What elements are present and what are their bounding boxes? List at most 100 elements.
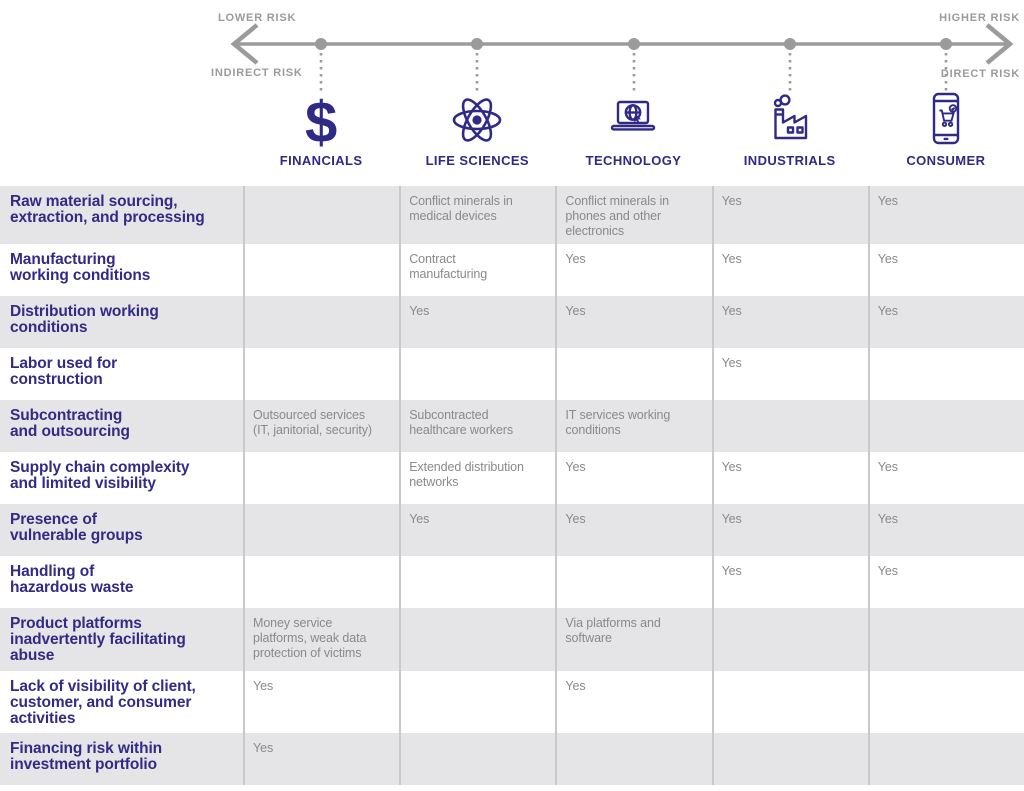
- cell-consumer: [867, 348, 1024, 401]
- sector-label: TECHNOLOGY: [585, 153, 682, 168]
- cell-consumer: Yes: [867, 244, 1024, 297]
- risk-table: Raw material sourcing, extraction, and p…: [0, 186, 1024, 785]
- table-row: Handling of hazardous waste Yes Yes: [0, 556, 1024, 609]
- row-label: Supply chain complexity and limited visi…: [10, 459, 190, 493]
- sector-label: FINANCIALS: [279, 153, 363, 168]
- cell-technology: [555, 732, 711, 785]
- cell-financials: [243, 452, 399, 505]
- cell-industrials: Yes: [711, 186, 868, 245]
- right-arrowhead-icon: [985, 23, 1014, 65]
- table-row: Lack of visibility of client, customer, …: [0, 670, 1024, 733]
- cell-technology: Yes: [555, 504, 711, 557]
- cell-life-sciences: Yes: [399, 504, 555, 557]
- phone-cart-icon: [918, 86, 974, 148]
- dollar-icon: $: [304, 89, 338, 155]
- cell-technology: Yes: [555, 452, 711, 505]
- cell-consumer: [867, 400, 1024, 453]
- row-label: Raw material sourcing, extraction, and p…: [10, 193, 205, 227]
- table-row: Labor used for construction Yes: [0, 348, 1024, 401]
- cell-consumer: [867, 608, 1024, 671]
- factory-icon: [762, 86, 818, 148]
- cell-industrials: [711, 670, 868, 733]
- cell-life-sciences: [399, 670, 555, 733]
- row-label: Distribution working conditions: [10, 303, 159, 337]
- cell-life-sciences: Contract manufacturing: [399, 244, 555, 297]
- cell-financials: Outsourced services (IT, janitorial, sec…: [243, 400, 399, 453]
- row-label: Lack of visibility of client, customer, …: [10, 677, 196, 727]
- cell-financials: [243, 504, 399, 557]
- cell-industrials: Yes: [711, 452, 868, 505]
- row-label: Presence of vulnerable groups: [10, 511, 143, 545]
- laptop-globe-icon: [605, 86, 661, 148]
- cell-consumer: Yes: [867, 504, 1024, 557]
- cell-industrials: [711, 400, 868, 453]
- sector-life-sciences: LIFE SCIENCES: [399, 86, 555, 168]
- row-label: Subcontracting and outsourcing: [10, 407, 130, 441]
- cell-life-sciences: [399, 608, 555, 671]
- cell-financials: [243, 186, 399, 245]
- row-label: Product platforms inadvertently facilita…: [10, 615, 186, 665]
- axis-label-higher-risk: HIGHER RISK: [939, 12, 1020, 24]
- cell-technology: Yes: [555, 296, 711, 349]
- sector-financials: $ FINANCIALS: [243, 86, 399, 168]
- cell-consumer: [867, 670, 1024, 733]
- sector-technology: TECHNOLOGY: [555, 86, 711, 168]
- risk-axis-arrow: [230, 23, 1014, 95]
- cell-technology: Conflict minerals in phones and other el…: [555, 186, 711, 245]
- cell-life-sciences: Extended distribution networks: [399, 452, 555, 505]
- cell-technology: Yes: [555, 244, 711, 297]
- row-label: Financing risk within investment portfol…: [10, 739, 163, 774]
- row-label: Manufacturing working conditions: [10, 251, 151, 285]
- sector-header-spacer: [0, 86, 243, 168]
- table-row: Subcontracting and outsourcing Outsource…: [0, 400, 1024, 453]
- sector-consumer: CONSUMER: [868, 86, 1024, 168]
- cell-industrials: Yes: [711, 296, 868, 349]
- cell-industrials: [711, 608, 868, 671]
- table-row: Product platforms inadvertently facilita…: [0, 608, 1024, 671]
- axis-label-direct-risk: DIRECT RISK: [940, 68, 1020, 80]
- cell-life-sciences: [399, 556, 555, 609]
- cell-industrials: [711, 732, 868, 785]
- cell-industrials: Yes: [711, 556, 868, 609]
- table-row: Distribution working conditions Yes Yes …: [0, 296, 1024, 349]
- cell-consumer: Yes: [867, 296, 1024, 349]
- sector-label: CONSUMER: [906, 153, 986, 168]
- cell-financials: Yes: [243, 732, 399, 785]
- cell-technology: [555, 348, 711, 401]
- left-arrowhead-icon: [230, 23, 259, 65]
- cell-industrials: Yes: [711, 504, 868, 557]
- cell-financials: [243, 348, 399, 401]
- atom-icon: [449, 86, 505, 148]
- cell-consumer: Yes: [867, 556, 1024, 609]
- cell-financials: [243, 296, 399, 349]
- table-row: Raw material sourcing, extraction, and p…: [0, 186, 1024, 245]
- cell-financials: Yes: [243, 670, 399, 733]
- cell-life-sciences: Conflict minerals in medical devices: [399, 186, 555, 245]
- cell-financials: [243, 556, 399, 609]
- cell-consumer: [867, 732, 1024, 785]
- cell-consumer: Yes: [867, 186, 1024, 245]
- cell-financials: [243, 244, 399, 297]
- cell-technology: Yes: [555, 670, 711, 733]
- axis-label-lower-risk: LOWER RISK: [218, 12, 297, 24]
- row-label: Handling of hazardous waste: [10, 563, 134, 597]
- cell-life-sciences: Subcontracted healthcare workers: [399, 400, 555, 453]
- sector-label: INDUSTRIALS: [743, 153, 836, 168]
- cell-financials: Money service platforms, weak data prote…: [243, 608, 399, 671]
- row-label: Labor used for construction: [10, 355, 118, 389]
- cell-technology: Via platforms and software: [555, 608, 711, 671]
- table-row: Presence of vulnerable groups Yes Yes Ye…: [0, 504, 1024, 557]
- axis-label-indirect-risk: INDIRECT RISK: [211, 67, 303, 79]
- sector-industrials: INDUSTRIALS: [712, 86, 868, 168]
- sector-label: LIFE SCIENCES: [425, 153, 529, 168]
- sector-header: $ FINANCIALS LIFE SCIENCES: [0, 86, 1024, 168]
- cell-consumer: Yes: [867, 452, 1024, 505]
- cell-industrials: Yes: [711, 244, 868, 297]
- table-row: Supply chain complexity and limited visi…: [0, 452, 1024, 505]
- axis-dots: [315, 38, 952, 50]
- cell-industrials: Yes: [711, 348, 868, 401]
- cell-life-sciences: Yes: [399, 296, 555, 349]
- cell-life-sciences: [399, 348, 555, 401]
- table-row: Financing risk within investment portfol…: [0, 732, 1024, 785]
